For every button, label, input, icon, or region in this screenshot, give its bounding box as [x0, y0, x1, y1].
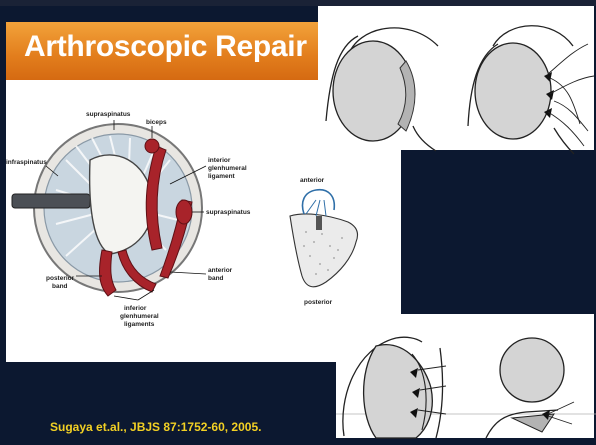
- instrument-shaft: [12, 194, 90, 208]
- label-inferior-glenohumeral-1: inferior: [124, 305, 147, 312]
- glenoid-sketch-bankart-repair: [343, 337, 446, 438]
- label-supraspinatus-top: supraspinatus: [86, 111, 131, 118]
- citation-text: Sugaya et.al., JBJS 87:1752-60, 2005.: [50, 420, 261, 434]
- glenoid-bone: [290, 214, 358, 287]
- glenoid-sketch-pre-repair: [326, 28, 438, 151]
- label-interior-glenohumeral-2: glenhumeral: [208, 165, 247, 172]
- suture-loop: [303, 190, 335, 214]
- label-anterior-band-1: anterior: [208, 267, 233, 274]
- label-anterior: anterior: [300, 177, 325, 184]
- label-anterior-band-2: band: [208, 275, 224, 282]
- glenoid-anchor-diagram: anterior posterior: [276, 172, 396, 312]
- repair-sketches-top: [318, 6, 596, 156]
- slide-title: Arthroscopic Repair: [24, 30, 307, 64]
- label-posterior-band-2: band: [52, 283, 68, 290]
- label-interior-glenohumeral-3: ligament: [208, 173, 236, 180]
- navy-block: [401, 150, 596, 314]
- repair-sketches-bottom: [336, 318, 596, 440]
- label-inferior-glenohumeral-3: ligaments: [124, 321, 155, 328]
- label-supraspinatus-right: supraspinatus: [206, 209, 251, 216]
- label-posterior: posterior: [304, 299, 333, 306]
- label-posterior-band-1: posterior: [46, 275, 75, 282]
- shoulder-anatomy-diagram: supraspinatus biceps infraspinatus inter…: [6, 100, 270, 348]
- glenoid-sketch-post-repair: [468, 26, 594, 154]
- label-interior-glenohumeral-1: interior: [208, 157, 231, 164]
- glenoid-sketch-side-view: [486, 338, 574, 438]
- label-infraspinatus: infraspinatus: [6, 159, 47, 166]
- label-biceps: biceps: [146, 119, 167, 126]
- suture-anchor: [316, 216, 322, 230]
- label-inferior-glenohumeral-2: glenhumeral: [120, 313, 159, 320]
